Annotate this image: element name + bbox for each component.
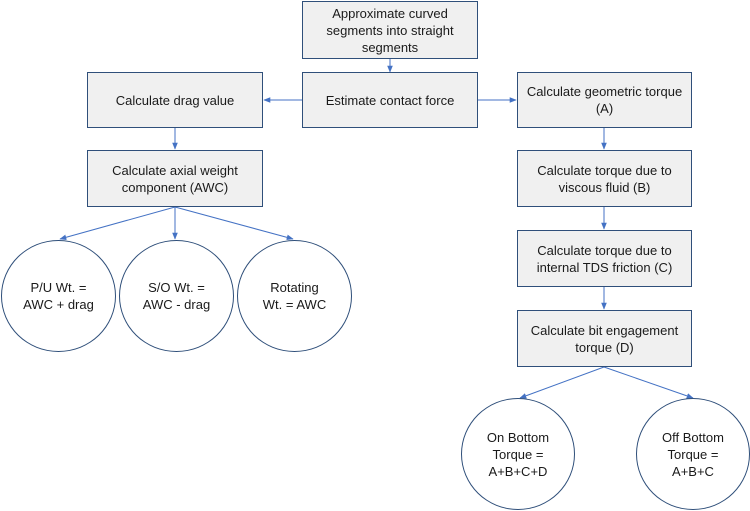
arrow-bit-to-off-bottom (603, 366, 694, 399)
calc-geometric-torque-box: Calculate geometric torque (A) (517, 72, 692, 128)
calc-drag-label: Calculate drag value (115, 92, 235, 108)
pu-weight-circle: P/U Wt. = AWC + drag (1, 240, 116, 352)
rotating-weight-label: Rotating Wt. = AWC (262, 280, 327, 312)
calc-bit-engagement-box: Calculate bit engagement torque (D) (517, 310, 692, 367)
approx-segments-label: Approximate curved segments into straigh… (326, 5, 454, 55)
rotating-weight-circle: Rotating Wt. = AWC (237, 240, 352, 352)
off-bottom-torque-circle: Off Bottom Torque = A+B+C (636, 398, 750, 510)
pu-weight-label: P/U Wt. = AWC + drag (23, 280, 94, 312)
so-weight-label: S/O Wt. = AWC - drag (142, 280, 211, 312)
estimate-contact-force-box: Estimate contact force (302, 72, 478, 128)
calc-bit-engagement-label: Calculate bit engagement torque (D) (530, 322, 679, 355)
calc-viscous-torque-box: Calculate torque due to viscous fluid (B… (517, 150, 692, 207)
so-weight-circle: S/O Wt. = AWC - drag (119, 240, 234, 352)
calc-tds-friction-box: Calculate torque due to internal TDS fri… (517, 230, 692, 287)
calc-axial-weight-label: Calculate axial weight component (AWC) (112, 162, 238, 195)
on-bottom-torque-label: On Bottom Torque = A+B+C+D (486, 429, 550, 479)
off-bottom-torque-label: Off Bottom Torque = A+B+C (662, 429, 724, 479)
calc-tds-friction-label: Calculate torque due to internal TDS fri… (536, 242, 673, 275)
estimate-contact-force-label: Estimate contact force (325, 92, 455, 108)
on-bottom-torque-circle: On Bottom Torque = A+B+C+D (461, 398, 575, 510)
arrow-axial-to-rotating (174, 206, 294, 241)
arrow-bit-to-on-bottom (519, 366, 605, 399)
calc-viscous-torque-label: Calculate torque due to viscous fluid (B… (537, 162, 672, 195)
approx-segments-box: Approximate curved segments into straigh… (302, 1, 478, 59)
calc-geometric-torque-label: Calculate geometric torque (A) (526, 84, 683, 116)
calc-axial-weight-box: Calculate axial weight component (AWC) (87, 150, 263, 207)
calc-drag-box: Calculate drag value (87, 72, 263, 128)
arrow-axial-to-pu (59, 206, 176, 241)
